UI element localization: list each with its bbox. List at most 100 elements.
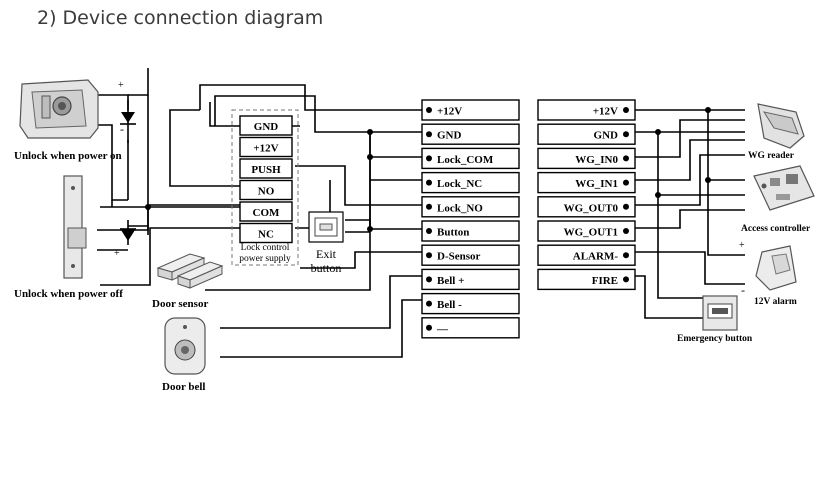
- lps-terminal-label: NC: [258, 229, 274, 241]
- terminal-label: Bell +: [437, 275, 464, 287]
- exit-button-icon: [308, 211, 344, 243]
- access-controller-icon: [753, 165, 815, 211]
- terminal-12v: +12V: [421, 99, 520, 121]
- terminal-dot: [426, 107, 432, 113]
- terminal-wg-out0: WG_OUT0: [537, 196, 636, 218]
- terminal-dot: [623, 203, 629, 210]
- terminal-dot: [623, 155, 629, 162]
- exit-button-label-line-2: button: [311, 261, 342, 275]
- terminal-label: WG_OUT1: [564, 227, 618, 239]
- lps-terminal-12v: +12V: [239, 136, 293, 158]
- terminal-dot: [426, 324, 432, 331]
- terminal-lock-no: Lock_NO: [421, 196, 520, 218]
- terminal-gnd: GND: [421, 123, 520, 145]
- wg-reader-icon: [757, 103, 805, 149]
- door-sensor-icon: [156, 253, 224, 289]
- terminal-label: FIRE: [592, 275, 618, 287]
- terminal-label: Bell -: [437, 299, 462, 311]
- terminal-label: D-Sensor: [437, 251, 481, 263]
- lps-terminal-com: COM: [239, 201, 293, 222]
- lps-terminal-label: NO: [258, 186, 275, 198]
- terminal-dot: [623, 131, 629, 138]
- page-title: 2) Device connection diagram: [37, 7, 323, 29]
- terminal-fire: FIRE: [537, 268, 636, 291]
- terminal-label: +12V: [593, 106, 618, 118]
- plus-sign: +: [118, 80, 124, 91]
- emergency-button-icon: [702, 295, 738, 331]
- lock-power-on-icon: [19, 79, 99, 139]
- lps-terminal-label: GND: [254, 121, 279, 133]
- terminal-dot: [426, 276, 432, 283]
- door-bell-label: Door bell: [162, 381, 206, 393]
- wg-reader-label: WG reader: [748, 151, 795, 161]
- terminal-lock-com: Lock_COM: [421, 147, 520, 170]
- junction-dots: [145, 107, 711, 232]
- terminal-dot: [426, 203, 432, 210]
- lock-power-off-label: Unlock when power off: [14, 288, 123, 300]
- lps-terminal-no: NO: [239, 179, 293, 201]
- terminal-button: Button: [421, 220, 520, 242]
- minus-sign: -: [114, 192, 118, 206]
- terminal-bell: Bell -: [421, 292, 520, 315]
- controller-left-terminal-block: +12V GND Lock_COM Lock_NC Lock_NO ButtonD-Sen…: [421, 99, 520, 339]
- alarm-icon: [755, 245, 797, 291]
- terminal-alarm: ALARM-: [537, 244, 636, 266]
- door-sensor-label: Door sensor: [152, 298, 208, 310]
- terminal-bell: Bell +: [421, 268, 520, 291]
- lock-power-supply: GND +12V PUSH NO COM NC Lock control power su…: [231, 109, 299, 266]
- terminal-wg-in1: WG_IN1: [537, 171, 636, 194]
- terminal-dot: [623, 179, 629, 186]
- terminal-label: Lock_NO: [437, 202, 483, 214]
- minus-sign: -: [120, 122, 124, 136]
- lps-terminal-gnd: GND: [239, 115, 293, 136]
- lock-power-supply-label-line-1: Lock control: [241, 243, 290, 253]
- terminal-wg-out1: WG_OUT1: [537, 220, 636, 242]
- lps-terminal-label: +12V: [253, 143, 278, 155]
- plus-sign: +: [114, 248, 120, 259]
- terminal-label: Lock_NC: [437, 178, 482, 190]
- terminal-label: Button: [437, 227, 469, 239]
- lps-terminal-nc: NC: [239, 222, 293, 244]
- terminal-gnd: GND: [537, 123, 636, 145]
- terminal-dot: [426, 228, 432, 234]
- lock-power-off-icon: [63, 175, 87, 279]
- terminal-dot: [426, 252, 432, 259]
- terminal-d-sensor: D-Sensor: [421, 244, 520, 266]
- diode-top: [120, 112, 136, 125]
- lps-terminal-push: PUSH: [239, 158, 293, 179]
- minus-sign: -: [741, 283, 745, 297]
- terminal-label: WG_IN1: [575, 178, 618, 190]
- access-controller-label: Access controller: [741, 224, 811, 234]
- terminal-blank: —: [421, 317, 520, 339]
- terminal-label: —: [436, 323, 449, 335]
- terminal-dot: [426, 131, 432, 138]
- terminal-dot: [623, 252, 629, 259]
- door-bell-icon: [164, 317, 206, 375]
- terminal-wg-in0: WG_IN0: [537, 147, 636, 170]
- terminal-dot: [426, 179, 432, 186]
- terminal-12v: +12V: [537, 99, 636, 121]
- exit-button-label-line-1: Exit: [316, 247, 337, 261]
- terminal-dot: [623, 276, 629, 283]
- terminal-label: ALARM-: [573, 251, 619, 263]
- lps-terminal-label: COM: [253, 207, 281, 219]
- terminal-dot: [623, 107, 629, 113]
- alarm-label: 12V alarm: [754, 297, 797, 307]
- terminal-label: +12V: [437, 106, 462, 118]
- emergency-button-label: Emergency button: [677, 334, 753, 344]
- terminal-label: GND: [594, 130, 619, 142]
- terminal-dot: [623, 228, 629, 234]
- terminal-lock-nc: Lock_NC: [421, 171, 520, 194]
- terminal-label: GND: [437, 130, 462, 142]
- terminal-label: WG_OUT0: [564, 202, 619, 214]
- lps-terminal-label: PUSH: [251, 164, 281, 176]
- lock-power-supply-label-line-2: power supply: [239, 254, 291, 264]
- terminal-dot: [426, 155, 432, 162]
- terminal-label: WG_IN0: [575, 154, 618, 166]
- terminal-dot: [426, 300, 432, 307]
- plus-sign: +: [739, 240, 745, 251]
- terminal-label: Lock_COM: [437, 154, 494, 166]
- wiring: [97, 68, 745, 358]
